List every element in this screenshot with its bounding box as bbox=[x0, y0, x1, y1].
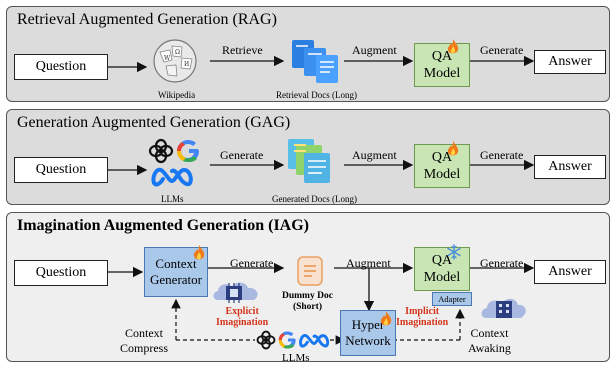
rag-docs-label: Retrieval Docs (Long) bbox=[276, 90, 357, 100]
rag-qa-model-box: QA Model bbox=[414, 43, 470, 87]
explicit-imagination-label: Explicit Imagination bbox=[216, 306, 268, 328]
gag-model-line2: Model bbox=[423, 167, 461, 182]
svg-text:W: W bbox=[164, 55, 171, 62]
iag-model-line1: QA bbox=[431, 253, 453, 268]
implicit-line2: Imagination bbox=[396, 317, 449, 328]
openai-logo-icon bbox=[148, 138, 174, 164]
hyper-line1: Hyper bbox=[351, 317, 385, 332]
ctx-gen-line2: Generator bbox=[150, 272, 202, 287]
rag-answer-box: Answer bbox=[534, 50, 606, 74]
iag-openai-logo-icon bbox=[256, 330, 276, 350]
gag-source-label: LLMs bbox=[161, 194, 184, 204]
gag-model-line1: QA bbox=[431, 150, 453, 165]
google-logo-icon bbox=[177, 140, 199, 163]
dummy-doc-label: Dummy Doc (Short) bbox=[282, 291, 333, 313]
implicit-line1: Implicit bbox=[405, 306, 440, 317]
rag-flame-icon bbox=[447, 39, 459, 54]
awaking-line1: Context bbox=[470, 326, 509, 340]
compress-line1: Context bbox=[125, 326, 163, 340]
iag-qa-model-box: QA Model bbox=[414, 247, 470, 291]
explicit-line2: Imagination bbox=[216, 317, 269, 328]
iag-question-box: Question bbox=[14, 260, 108, 286]
gag-docs-label: Generated Docs (Long) bbox=[272, 194, 357, 204]
implicit-imagination-label: Implicit Imagination bbox=[396, 306, 448, 328]
awaking-line2: Awaking bbox=[468, 341, 511, 355]
iag-llms-label: LLMs bbox=[282, 352, 310, 364]
iag-title: Imagination Augmented Generation (IAG) bbox=[17, 217, 309, 234]
svg-text:Ω: Ω bbox=[175, 49, 180, 56]
gag-flame-icon bbox=[447, 141, 459, 156]
iag-google-logo-icon bbox=[278, 331, 296, 349]
gag-question-box: Question bbox=[14, 157, 108, 183]
meta-logo-icon bbox=[151, 167, 193, 187]
compress-line2: Compress bbox=[120, 341, 168, 355]
context-compress-label: Context Compress bbox=[120, 326, 168, 356]
rag-generate-label: Generate bbox=[480, 43, 524, 57]
gag-generate1-label: Generate bbox=[220, 148, 264, 162]
explicit-line1: Explicit bbox=[225, 306, 259, 317]
frozen-snowflake-icon bbox=[447, 244, 461, 260]
iag-model-line2: Model bbox=[423, 270, 461, 285]
awaking-cloud-building-icon bbox=[481, 298, 526, 318]
retrieval-docs-icon bbox=[292, 40, 338, 83]
dummy-doc-line1: Dummy Doc bbox=[282, 291, 333, 301]
rag-question-box: Question bbox=[14, 54, 108, 80]
rag-augment-label: Augment bbox=[352, 43, 397, 57]
svg-text:И: И bbox=[184, 61, 189, 68]
iag-answer-box: Answer bbox=[534, 260, 606, 284]
rag-source-label: Wikipedia bbox=[158, 90, 196, 100]
ctx-gen-line1: Context bbox=[155, 256, 197, 271]
iag-generate2-label: Generate bbox=[480, 256, 524, 270]
iag-generate1-label: Generate bbox=[230, 256, 274, 270]
hyper-line2: Network bbox=[345, 333, 391, 348]
rag-title: Retrieval Augmented Generation (RAG) bbox=[17, 11, 277, 28]
gag-augment-label: Augment bbox=[352, 148, 397, 162]
dummy-doc-icon bbox=[297, 256, 323, 286]
rag-model-line1: QA bbox=[431, 49, 453, 64]
gag-qa-model-box: QA Model bbox=[414, 144, 470, 188]
wikipedia-globe-icon: W Ω И bbox=[153, 39, 197, 83]
rag-retrieve-label: Retrieve bbox=[222, 43, 263, 57]
hyper-network-box: Hyper Network bbox=[340, 310, 396, 356]
gag-generate2-label: Generate bbox=[480, 148, 524, 162]
iag-augment-label: Augment bbox=[346, 256, 391, 270]
iag-meta-logo-icon bbox=[299, 334, 330, 348]
adapter-box: Adapter bbox=[432, 292, 472, 306]
explicit-cloud-chip-icon bbox=[213, 282, 258, 303]
rag-model-line2: Model bbox=[423, 66, 461, 81]
gag-answer-box: Answer bbox=[534, 155, 606, 179]
dummy-doc-line2: (Short) bbox=[292, 302, 322, 312]
context-awaking-label: Context Awaking bbox=[468, 326, 511, 356]
gag-title: Generation Augmented Generation (GAG) bbox=[17, 114, 291, 131]
generated-docs-icon bbox=[288, 139, 330, 183]
hyper-flame-icon bbox=[380, 311, 392, 326]
ctx-gen-flame-icon bbox=[193, 245, 205, 260]
